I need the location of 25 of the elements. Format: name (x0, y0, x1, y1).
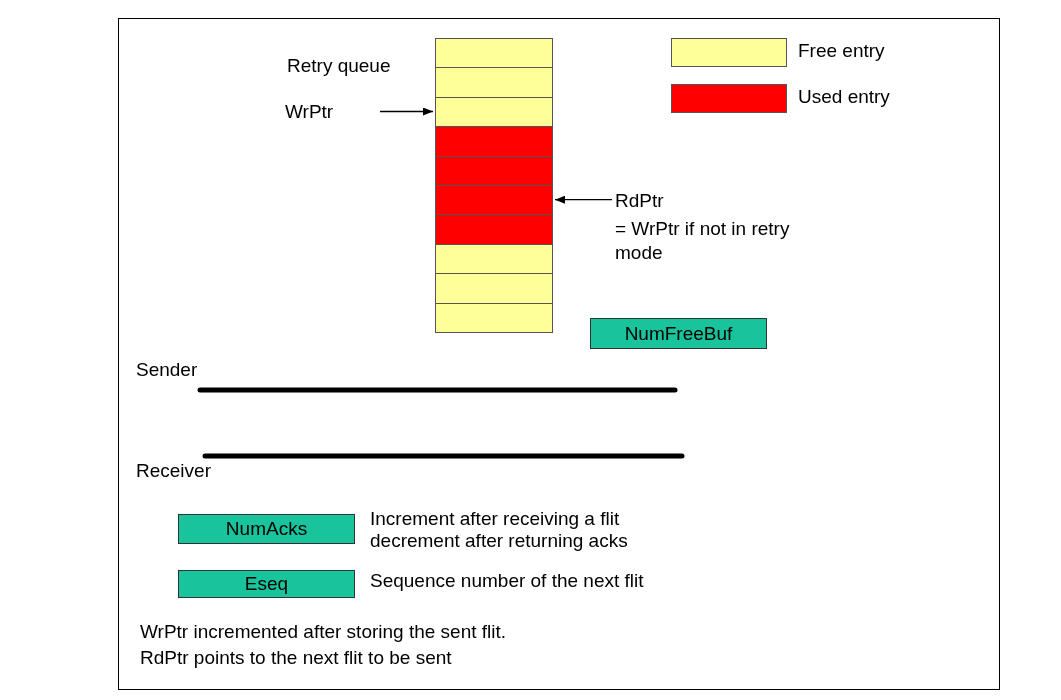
queue-entry (435, 155, 553, 186)
side-label: Receiver (136, 459, 211, 483)
pointer-label: RdPtr (615, 189, 665, 213)
queue-entry (435, 185, 553, 216)
queue-entry (435, 67, 553, 98)
queue-entry (435, 38, 553, 69)
queue-entry (435, 214, 553, 245)
arrow (379, 107, 434, 116)
queue-entry (435, 302, 553, 333)
note-text: WrPtr incremented after storing the sent flit. (140, 620, 507, 644)
note-text: Sequence number of the next flit (370, 570, 645, 592)
queue-entry (435, 126, 553, 157)
register-box: NumFreeBuf (590, 318, 767, 349)
side-label: Sender (136, 358, 198, 382)
note-text: Increment after receiving a flit decrement after returning acks (370, 508, 629, 552)
note-text: = WrPtr if not in retry mode (615, 217, 791, 265)
note-text: RdPtr points to the next flit to be sent (140, 646, 452, 670)
arrow (554, 195, 613, 204)
pointer-label: WrPtr (285, 101, 375, 127)
register-box: NumAcks (178, 514, 355, 544)
register-box: Eseq (178, 570, 355, 598)
queue-title: Retry queue (287, 55, 391, 77)
legend-text: Used entry (798, 85, 890, 109)
queue-entry (435, 273, 553, 304)
legend-text: Free entry (798, 39, 885, 63)
